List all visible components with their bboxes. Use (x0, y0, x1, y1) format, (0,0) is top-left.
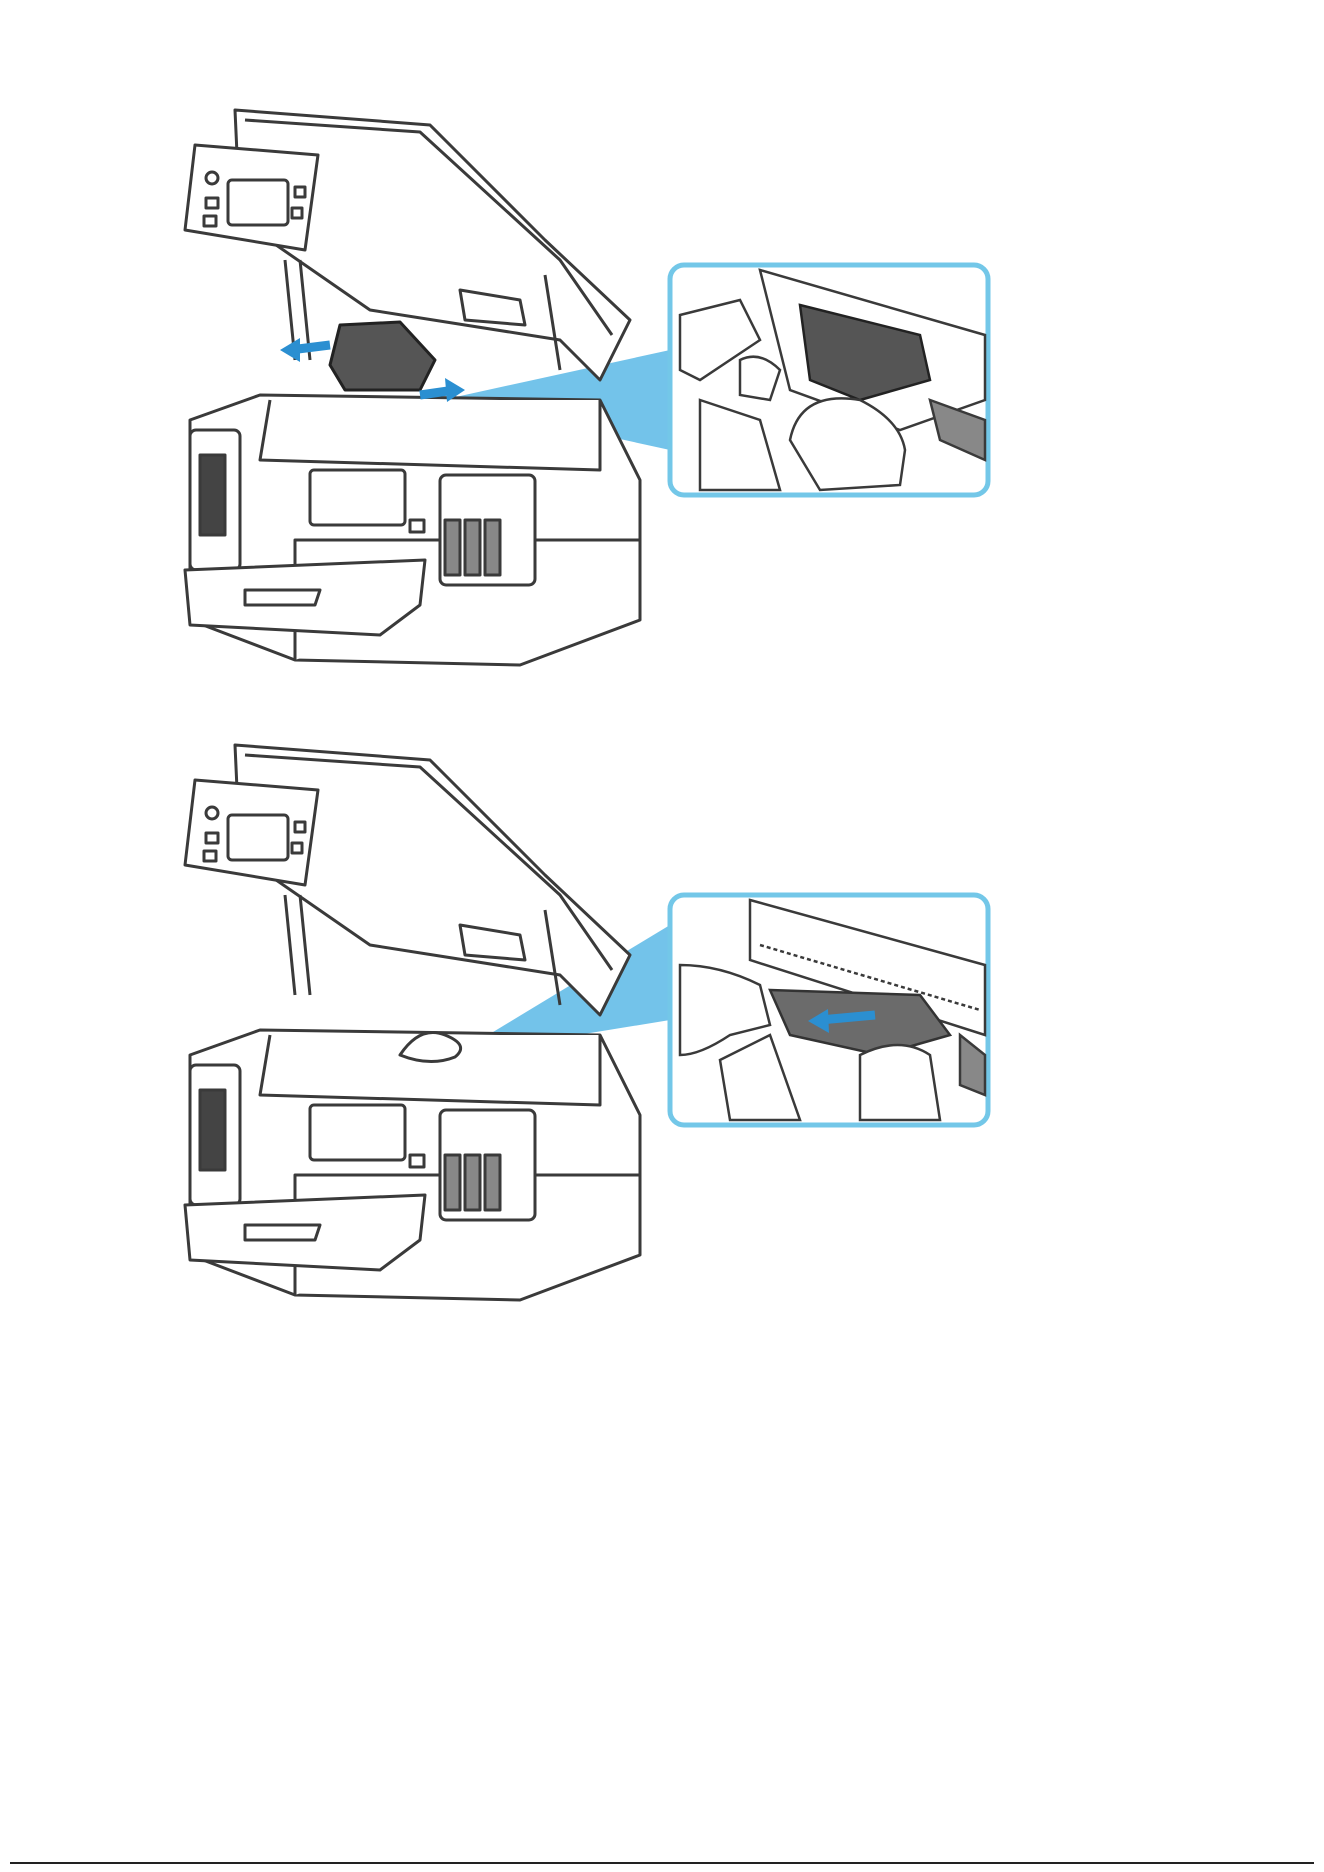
page-footer (0, 1862, 1324, 1872)
callout-magnified-view (670, 265, 988, 495)
footer-rule (10, 1862, 1314, 1864)
printer-open-illustration (0, 100, 1324, 680)
figure-remove-jammed-paper (0, 735, 1324, 1335)
printer-open-illustration (0, 735, 1324, 1335)
callout-magnified-view (670, 895, 988, 1125)
figure-move-print-head-holder (0, 100, 1324, 680)
